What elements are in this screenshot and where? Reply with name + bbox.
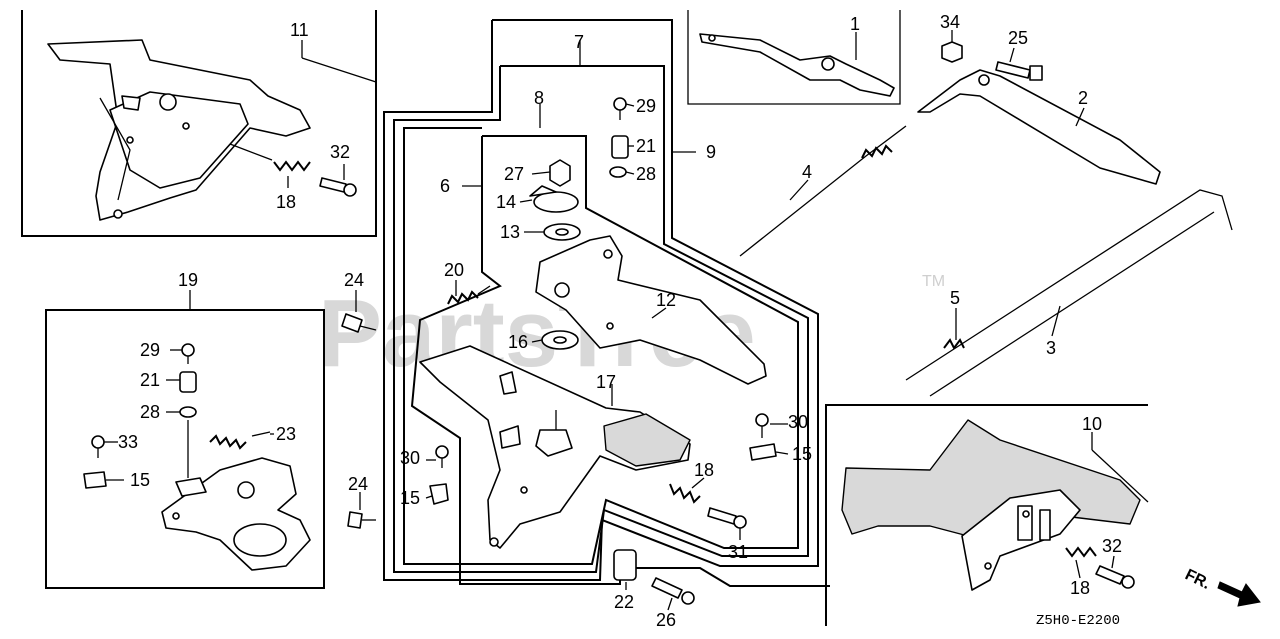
part-12-arm	[535, 235, 767, 385]
part-15-clip-box19	[83, 471, 107, 489]
part-13-washer	[543, 223, 581, 241]
callout-24-lower: 24	[348, 474, 368, 494]
part-19-bracket	[161, 420, 311, 571]
front-arrow-icon	[1217, 581, 1261, 607]
part-16-washer	[541, 330, 579, 350]
part-23-spring	[209, 431, 271, 450]
callout-7: 7	[574, 32, 584, 52]
callout-20: 20	[444, 260, 464, 280]
box-1	[687, 10, 901, 105]
callout-18-center: 18	[694, 460, 714, 480]
part-33-bolt	[91, 435, 105, 458]
callout-11: 11	[290, 20, 309, 40]
callout-8: 8	[534, 88, 544, 108]
part-28-clip-box19	[179, 406, 197, 418]
callout-29-top: 29	[636, 96, 656, 116]
callout-21-box19: 21	[140, 370, 160, 390]
callout-10: 10	[1082, 414, 1102, 434]
callout-21-top: 21	[636, 136, 656, 156]
part-27-nut	[549, 159, 571, 187]
watermark-trademark: TM	[922, 273, 945, 290]
part-26-bolt	[651, 577, 695, 605]
part-10-cover	[841, 419, 1141, 591]
callout-19: 19	[178, 270, 198, 290]
part-20-spring	[447, 285, 491, 305]
callout-28-box19: 28	[140, 402, 160, 422]
part-29-bolt-top	[613, 97, 627, 120]
callout-25: 25	[1008, 28, 1028, 48]
callout-17: 17	[596, 372, 616, 392]
part-17-bracket	[419, 345, 691, 549]
part-31-bolt	[707, 507, 747, 529]
callout-34: 34	[940, 12, 960, 32]
callout-29-box19: 29	[140, 340, 160, 360]
part-18-spring-box10	[1065, 546, 1097, 558]
part-14-plate	[529, 185, 579, 213]
part-11-bracket	[47, 39, 311, 221]
part-30-bolt-right	[755, 413, 769, 438]
callout-1: 1	[850, 14, 860, 34]
part-22-collar	[613, 549, 637, 581]
part-18-spring-center	[669, 483, 701, 504]
part-18-spring-box11	[273, 160, 311, 172]
callout-14: 14	[496, 192, 516, 212]
part-1-lever	[699, 33, 895, 97]
part-30-bolt-left	[435, 445, 449, 468]
callout-23: 23	[276, 424, 296, 444]
callout-6: 6	[440, 176, 450, 196]
part-5-spring	[943, 338, 965, 350]
callout-18-box11: 18	[276, 192, 296, 212]
nested-group-outlines	[383, 19, 830, 587]
front-label: FR.	[1182, 566, 1213, 593]
callout-15-center: 15	[400, 488, 420, 508]
callout-18-box10: 18	[1070, 578, 1090, 598]
part-29-bolt-box19	[181, 343, 195, 364]
part-25-screw	[995, 61, 1043, 81]
callout-2: 2	[1078, 88, 1088, 108]
leader-lines	[104, 30, 1115, 611]
callout-13: 13	[500, 222, 520, 242]
diagram-code: Z5H0-E2200	[1036, 613, 1120, 629]
part-32-bolt-box11	[319, 177, 357, 197]
callout-28-top: 28	[636, 164, 656, 184]
callout-22: 22	[614, 592, 634, 612]
part-34-nut	[941, 41, 963, 63]
part-21-joint-top	[611, 135, 629, 159]
part-28-clip-top	[609, 166, 627, 178]
callout-15-right: 15	[792, 444, 812, 464]
part-4-rod	[739, 125, 907, 257]
part-24-bolt-lower	[347, 511, 376, 529]
part-32-bolt-box10	[1095, 565, 1135, 589]
part-2-lever-arm	[917, 69, 1161, 185]
callout-30-left: 30	[400, 448, 420, 468]
part-15-clip-right	[749, 443, 777, 461]
box-11	[21, 10, 377, 237]
part-24-bolt-upper	[341, 313, 377, 333]
box-19	[45, 290, 325, 589]
callout-4: 4	[802, 162, 812, 182]
callout-24-upper: 24	[344, 270, 364, 290]
callout-16: 16	[508, 332, 528, 352]
callout-32-box11: 32	[330, 142, 350, 162]
callout-32-box10: 32	[1102, 536, 1122, 556]
callout-31: 31	[728, 542, 748, 562]
part-15-clip-left	[429, 483, 449, 505]
front-direction-indicator: FR.	[1182, 566, 1261, 607]
callout-26: 26	[656, 610, 676, 630]
callout-3: 3	[1046, 338, 1056, 358]
callout-30-right: 30	[788, 412, 808, 432]
callout-33: 33	[118, 432, 138, 452]
part-3-rod	[905, 189, 1233, 397]
callout-15-box19: 15	[130, 470, 150, 490]
callout-12: 12	[656, 290, 676, 310]
callout-labels: 1 2 3 4 5 6 7 8 9 10 11 12 13 14 15 15 1…	[118, 12, 1122, 630]
box-10	[825, 404, 1149, 626]
callout-27: 27	[504, 164, 524, 184]
part-21-joint-box19	[179, 371, 197, 393]
callout-9: 9	[706, 142, 716, 162]
callout-5: 5	[950, 288, 960, 308]
